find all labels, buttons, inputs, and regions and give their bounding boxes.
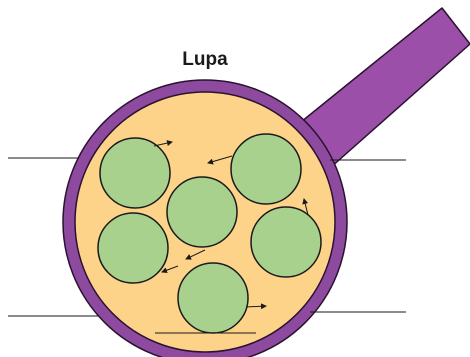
cell-middle-right xyxy=(251,207,321,277)
cell-middle-left xyxy=(98,213,168,283)
cell-top-left xyxy=(100,138,170,208)
cell-center xyxy=(167,177,237,247)
cell-bottom xyxy=(178,263,248,333)
cell-top-right xyxy=(231,134,301,204)
diagram-title: Lupa xyxy=(150,49,260,71)
